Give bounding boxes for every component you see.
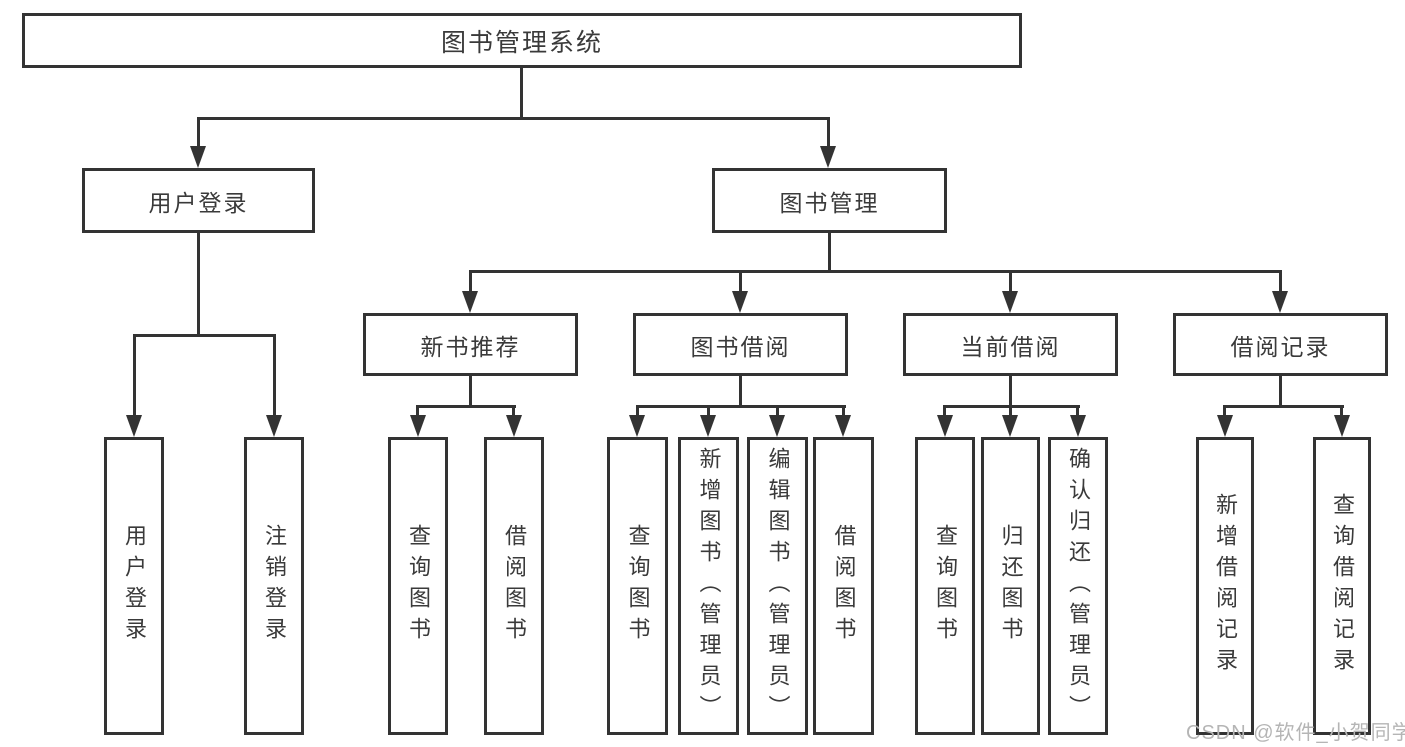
arrow-down-icon	[1334, 415, 1350, 437]
connector-borrowing-bar	[636, 405, 846, 408]
arrow-down-icon	[1002, 291, 1018, 313]
leaf-current-query-books: 查询图书	[915, 437, 975, 735]
connector-drop-leaf	[842, 405, 845, 419]
connector-drop-leaf	[1340, 405, 1343, 419]
arrow-down-icon	[266, 415, 282, 437]
leaf-edit-books-admin: 编辑图书（管理员）	[747, 437, 808, 735]
connector-current-stub	[1009, 376, 1012, 408]
connector-recommend-bar	[417, 405, 516, 408]
arrow-down-icon	[769, 415, 785, 437]
connector-drop-leaf	[416, 405, 419, 419]
arrow-down-icon	[937, 415, 953, 437]
arrow-down-icon	[126, 415, 142, 437]
arrow-down-icon	[1070, 415, 1086, 437]
connector-drop-l3	[1279, 270, 1282, 294]
connector-drop-leaf	[707, 405, 710, 419]
connector-current-bar	[944, 405, 1080, 408]
connector-user-login-stub	[197, 233, 200, 336]
connector-drop-leaf	[1223, 405, 1226, 419]
leaf-query-borrow-record: 查询借阅记录	[1313, 437, 1371, 735]
leaf-recommend-query-books: 查询图书	[388, 437, 448, 735]
node-new-book-recommendation: 新书推荐	[363, 313, 578, 376]
leaf-recommend-borrow-books: 借阅图书	[484, 437, 544, 735]
connector-drop-leaf	[1009, 405, 1012, 419]
connector-drop-leaf	[133, 334, 136, 418]
node-library-management-system: 图书管理系统	[22, 13, 1022, 68]
arrow-down-icon	[732, 291, 748, 313]
connector-drop-book-management	[827, 117, 830, 149]
connector-recommend-stub	[469, 376, 472, 408]
arrow-down-icon	[1272, 291, 1288, 313]
arrow-down-icon	[700, 415, 716, 437]
leaf-return-books: 归还图书	[981, 437, 1040, 735]
connector-root-bar	[197, 117, 830, 120]
connector-drop-l3	[1009, 270, 1012, 294]
node-current-borrowing: 当前借阅	[903, 313, 1118, 376]
connector-records-bar	[1224, 405, 1344, 408]
leaf-add-books-admin: 新增图书（管理员）	[678, 437, 739, 735]
leaf-user-login: 用户登录	[104, 437, 164, 735]
connector-drop-l3	[469, 270, 472, 294]
connector-drop-leaf	[636, 405, 639, 419]
arrow-down-icon	[629, 415, 645, 437]
watermark: CSDN @软件_小贺同学	[1186, 722, 1405, 744]
arrow-down-icon	[820, 146, 836, 168]
arrow-down-icon	[190, 146, 206, 168]
arrow-down-icon	[835, 415, 851, 437]
arrow-down-icon	[506, 415, 522, 437]
connector-drop-user-login	[197, 117, 200, 149]
leaf-confirm-return-admin: 确认归还（管理员）	[1048, 437, 1108, 735]
connector-drop-l3	[739, 270, 742, 294]
connector-root-stub	[520, 68, 523, 120]
connector-records-stub	[1279, 376, 1282, 408]
node-user-login: 用户登录	[82, 168, 315, 233]
arrow-down-icon	[1002, 415, 1018, 437]
connector-book-management-stub	[828, 233, 831, 273]
connector-drop-leaf	[1076, 405, 1079, 419]
arrow-down-icon	[1217, 415, 1233, 437]
node-book-management: 图书管理	[712, 168, 947, 233]
node-book-borrowing: 图书借阅	[633, 313, 848, 376]
connector-book-management-bar	[469, 270, 1282, 273]
node-borrowing-records: 借阅记录	[1173, 313, 1388, 376]
leaf-borrow-query-books: 查询图书	[607, 437, 668, 735]
arrow-down-icon	[462, 291, 478, 313]
leaf-logout: 注销登录	[244, 437, 304, 735]
connector-borrowing-stub	[739, 376, 742, 408]
connector-drop-leaf	[776, 405, 779, 419]
connector-drop-leaf	[273, 334, 276, 418]
arrow-down-icon	[410, 415, 426, 437]
connector-user-login-bar	[133, 334, 276, 337]
leaf-add-borrow-record: 新增借阅记录	[1196, 437, 1254, 735]
connector-drop-leaf	[943, 405, 946, 419]
leaf-borrow-books: 借阅图书	[813, 437, 874, 735]
connector-drop-leaf	[512, 405, 515, 419]
